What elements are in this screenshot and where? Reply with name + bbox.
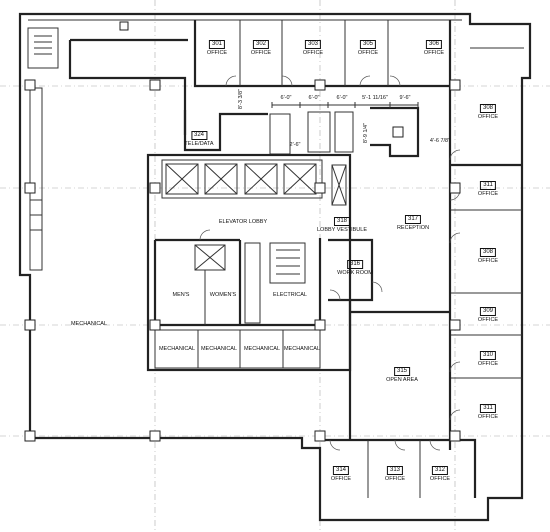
room-number: 314 xyxy=(332,466,350,475)
room-number: 318 xyxy=(333,217,351,226)
dimension-label: 6'-0" xyxy=(308,95,320,101)
room-number: 311 xyxy=(480,404,496,413)
dimension-label: 9'-6" xyxy=(399,95,411,101)
room-number: 324 xyxy=(190,131,208,140)
womens-restroom-label: WOMEN'S xyxy=(209,292,237,298)
room-number: 308 xyxy=(479,104,497,113)
exterior-walls xyxy=(18,12,532,522)
room-name: WORK ROOM xyxy=(337,270,373,276)
mechanical-room-label: MECHANICAL xyxy=(283,346,321,352)
mechanical-area-walls xyxy=(68,38,188,135)
mens-restroom-label: MEN'S xyxy=(172,292,190,298)
elevator-lobby-label: ELEVATOR LOBBY xyxy=(218,219,268,225)
room-name: OFFICE xyxy=(250,50,272,56)
room-name: OFFICE xyxy=(477,191,499,197)
mechanical-room-label: MECHANICAL xyxy=(200,346,238,352)
core-reception-walls xyxy=(183,106,420,158)
room-number: 313 xyxy=(386,466,404,475)
room-name: TELE/DATA xyxy=(184,141,214,147)
room-name: OFFICE xyxy=(330,476,352,482)
room-number: 315 xyxy=(393,367,411,376)
east-offices xyxy=(448,86,522,450)
stair-and-shaft xyxy=(27,27,59,271)
room-name: RECEPTION xyxy=(396,225,430,231)
room-name: LOBBY VESTIBULE xyxy=(316,227,368,233)
room-number: 302 xyxy=(252,40,270,49)
south-offices xyxy=(318,438,477,498)
room-number: 309 xyxy=(479,307,497,316)
dimension-label: 6'-0" xyxy=(336,95,348,101)
room-name: OFFICE xyxy=(477,114,499,120)
room-name: OFFICE xyxy=(302,50,324,56)
work-room-walls xyxy=(328,238,450,440)
room-number: 310 xyxy=(479,351,497,360)
room-number: 316 xyxy=(346,260,363,269)
mechanical-room-label: MECHANICAL xyxy=(158,346,196,352)
room-name: OFFICE xyxy=(384,476,406,482)
mechanical-area-label: MECHANICAL xyxy=(70,321,108,327)
dimension-label: 6'-0" xyxy=(280,95,292,101)
dimension-label: 2'-6" xyxy=(289,142,301,148)
room-name: OFFICE xyxy=(429,476,451,482)
dimension-label: 5'-1 11/16" xyxy=(362,95,388,101)
room-name: OFFICE xyxy=(477,414,499,420)
room-number: 305 xyxy=(359,40,377,49)
dimension-lines xyxy=(271,102,419,108)
room-number: 301 xyxy=(208,40,226,49)
room-name: OPEN AREA xyxy=(386,377,418,383)
room-number: 317 xyxy=(404,215,421,224)
dimension-label: 8'-3 3/8" xyxy=(238,88,244,110)
mechanical-room-label: MECHANICAL xyxy=(243,346,281,352)
room-number: 303 xyxy=(304,40,322,49)
room-number: 306 xyxy=(425,40,443,49)
room-name: OFFICE xyxy=(477,361,499,367)
room-number: 311 xyxy=(480,181,496,190)
room-name: OFFICE xyxy=(477,317,499,323)
room-number: 312 xyxy=(431,466,449,475)
room-number: 308 xyxy=(479,248,497,257)
room-name: OFFICE xyxy=(206,50,228,56)
room-name: OFFICE xyxy=(477,258,499,264)
structural-columns xyxy=(24,21,461,442)
room-name: OFFICE xyxy=(423,50,445,56)
dimension-label: 8'-9 1/4" xyxy=(363,122,369,144)
electrical-room-label: ELECTRICAL xyxy=(273,292,307,298)
elevator-core xyxy=(146,153,352,372)
dimension-label: 4'-6 7/8" xyxy=(429,138,451,144)
room-name: OFFICE xyxy=(357,50,379,56)
